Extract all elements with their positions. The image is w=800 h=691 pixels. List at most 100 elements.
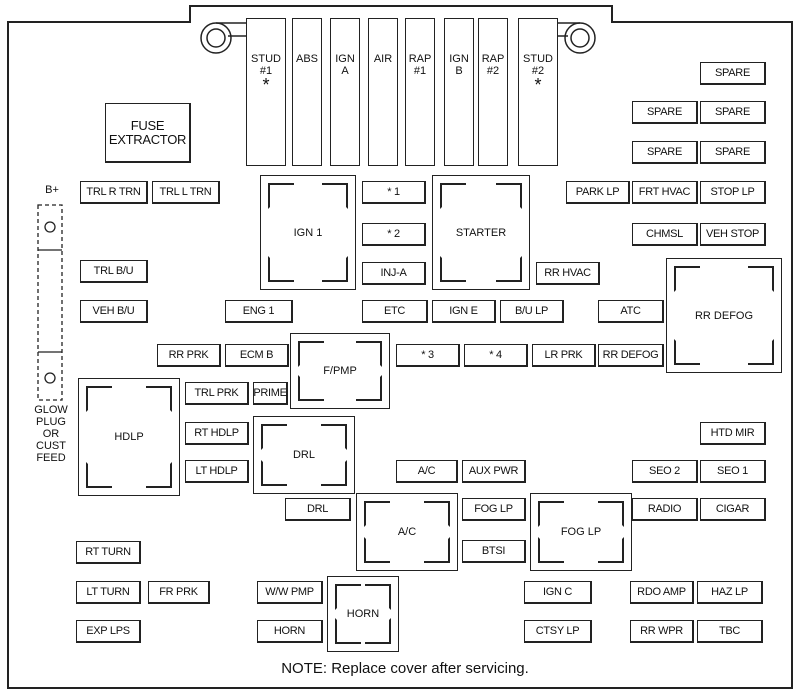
relay-terminal [86, 462, 112, 488]
maxi-fuse-slot: IGN B [444, 18, 474, 166]
relay-terminal [440, 183, 466, 209]
relay-slot: HORN [327, 576, 399, 652]
relay-terminal [538, 537, 564, 563]
relay-terminal [356, 375, 382, 401]
maxi-fuse-slot: AIR [368, 18, 398, 166]
fuse-label: IGN A [335, 53, 355, 77]
fuse-slot: FRT HVAC [632, 181, 698, 204]
relay-label: DRL [292, 449, 315, 461]
fuse-slot: SPARE [700, 101, 766, 124]
fuse-slot: VEH B/U [80, 300, 148, 323]
relay-terminal [748, 266, 774, 292]
fuse-slot: SPARE [700, 141, 766, 164]
relay-label: HDLP [114, 431, 144, 443]
fuse-slot: STOP LP [700, 181, 766, 204]
fuse-slot: SEO 2 [632, 460, 698, 483]
fuse-slot: VEH STOP [700, 223, 766, 246]
relay-terminal [674, 339, 700, 365]
relay-terminal [424, 501, 450, 527]
fuse-slot: PRIME [253, 382, 288, 405]
relay-terminal [322, 183, 348, 209]
maxi-fuse-slot: STUD #2* [518, 18, 558, 166]
relay-label: A/C [397, 526, 417, 538]
fuse-slot: FR PRK [148, 581, 210, 604]
asterisk-mark: * [534, 75, 542, 95]
fuse-slot: B/U LP [500, 300, 564, 323]
relay-terminal [268, 256, 294, 282]
relay-label: RR DEFOG [694, 309, 754, 322]
asterisk-mark: * [262, 75, 270, 95]
relay-terminal [440, 256, 466, 282]
fuse-slot: * 4 [464, 344, 528, 367]
relay-terminal [321, 460, 347, 486]
fuse-label: RAP #1 [408, 53, 432, 77]
fuse-slot: SEO 1 [700, 460, 766, 483]
relay-terminal [364, 501, 390, 527]
fuse-slot: A/C [396, 460, 458, 483]
relay-label: IGN 1 [293, 226, 323, 239]
relay-terminal [298, 341, 324, 367]
fuse-label: RAP #2 [481, 53, 505, 77]
relay-terminal [261, 460, 287, 486]
relay-terminal [335, 584, 361, 610]
fuse-slot: HAZ LP [697, 581, 763, 604]
maxi-fuse-slot: RAP #1 [405, 18, 435, 166]
relay-terminal [261, 424, 287, 450]
fuse-slot: TRL L TRN [152, 181, 220, 204]
service-note: NOTE: Replace cover after servicing. [281, 660, 529, 677]
fuse-extractor: FUSE EXTRACTOR [105, 103, 191, 163]
relay-label: HORN [346, 608, 380, 620]
relay-slot: DRL [253, 416, 355, 494]
fuse-label: ABS [295, 53, 318, 65]
fuse-slot: HTD MIR [700, 422, 766, 445]
relay-terminal [356, 341, 382, 367]
fuse-slot: ATC [598, 300, 664, 323]
fuse-slot: ETC [362, 300, 428, 323]
relay-terminal [268, 183, 294, 209]
relay-terminal [424, 537, 450, 563]
fuse-slot: DRL [285, 498, 351, 521]
fuse-slot: TRL PRK [185, 382, 249, 405]
fuse-slot: RT HDLP [185, 422, 249, 445]
relay-label: FOG LP [560, 526, 602, 538]
relay-terminal [365, 618, 391, 644]
fuse-slot: RT TURN [76, 541, 141, 564]
relay-terminal [146, 386, 172, 412]
relay-terminal [538, 501, 564, 527]
relay-terminal [321, 424, 347, 450]
fuse-slot: LT TURN [76, 581, 141, 604]
fuse-slot: * 3 [396, 344, 460, 367]
fuse-slot: RR WPR [630, 620, 694, 643]
fuse-label: IGN B [449, 53, 469, 77]
relay-slot: RR DEFOG [666, 258, 782, 373]
relay-slot: FOG LP [530, 493, 632, 571]
relay-terminal [598, 537, 624, 563]
fuse-slot: IGN C [524, 581, 592, 604]
fuse-slot: RR DEFOG [598, 344, 664, 367]
fuse-slot: CHMSL [632, 223, 698, 246]
fuse-slot: CIGAR [700, 498, 766, 521]
maxi-fuse-slot: IGN A [330, 18, 360, 166]
relay-slot: IGN 1 [260, 175, 356, 290]
fuse-slot: CTSY LP [524, 620, 592, 643]
relay-terminal [146, 462, 172, 488]
fuse-slot: RR HVAC [536, 262, 600, 285]
fuse-slot: RR PRK [157, 344, 221, 367]
fuse-slot: FOG LP [462, 498, 526, 521]
fuse-slot: TBC [697, 620, 763, 643]
fuse-slot: PARK LP [566, 181, 630, 204]
fuse-slot: TRL B/U [80, 260, 148, 283]
relay-slot: A/C [356, 493, 458, 571]
fuse-slot: AUX PWR [462, 460, 526, 483]
fuse-slot: BTSI [462, 540, 526, 563]
relay-terminal [86, 386, 112, 412]
relay-terminal [322, 256, 348, 282]
b-plus-label: B+ [45, 184, 59, 196]
relay-slot: STARTER [432, 175, 530, 290]
fuse-slot: TRL R TRN [80, 181, 148, 204]
relay-slot: F/PMP [290, 333, 390, 409]
fuse-slot: * 2 [362, 223, 426, 246]
fuse-slot: INJ-A [362, 262, 426, 285]
relay-slot: HDLP [78, 378, 180, 496]
